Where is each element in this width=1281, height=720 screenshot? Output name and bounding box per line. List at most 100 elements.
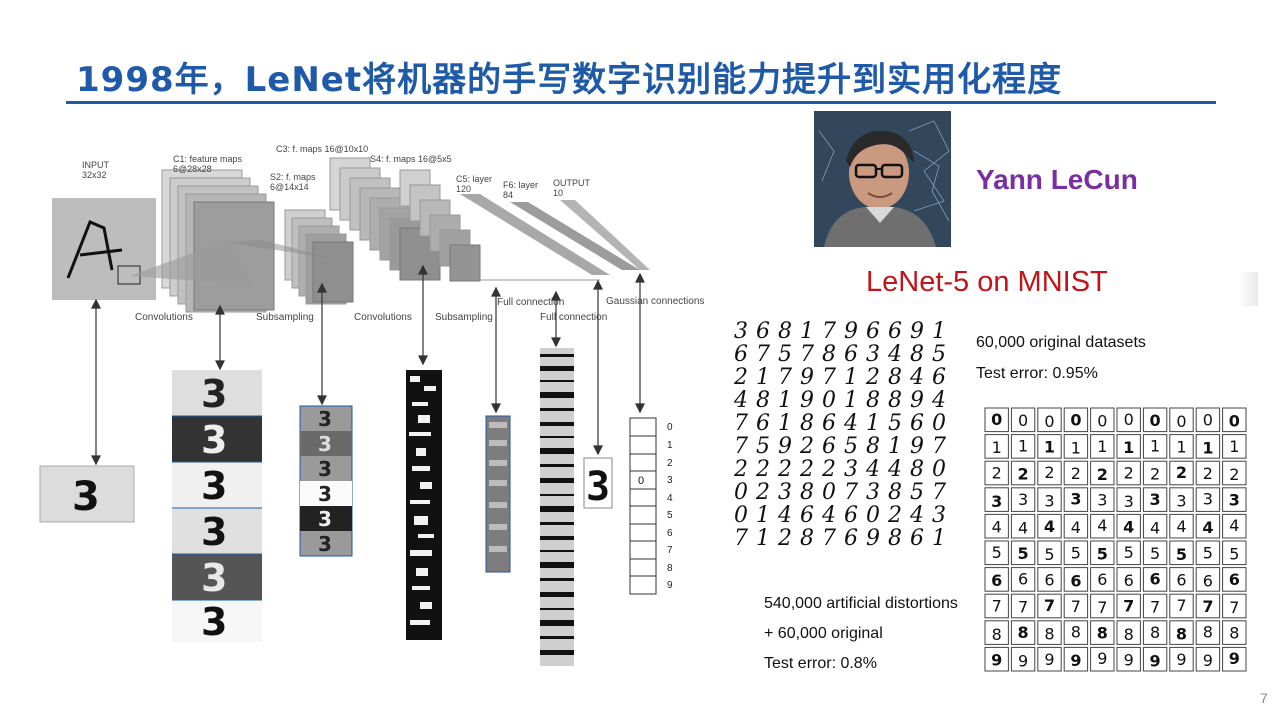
grid-cell [1169,540,1194,566]
op-full-connection-2: Full connection [540,312,607,323]
input-letter-a [66,220,123,279]
grid-cell [1222,513,1247,539]
original-datasets-text: 60,000 original datasets [976,334,1146,351]
grid-cell [984,567,1009,592]
grid-digit: 2 [1176,463,1187,482]
grid-cell [1195,593,1221,619]
grid-digit: 0 [1044,412,1054,431]
svg-text:3: 3 [318,482,332,506]
grid-cell [1010,434,1036,459]
sample-row: 0238073857 [734,480,954,505]
grid-cell [1090,567,1115,592]
grid-cell [1222,540,1247,566]
svg-text:3: 3 [318,457,332,481]
grid-digit: 0 [1203,410,1213,429]
grid-cell [1010,540,1036,566]
grid-cell [984,407,1009,433]
grid-cell [1169,460,1194,486]
page-number: 7 [1260,690,1268,706]
c1-size: 6@28x28 [173,164,212,174]
grid-cell [1063,540,1089,566]
portrait-photo [814,111,951,247]
grid-cell [1142,407,1168,433]
output-vector: 0 0 1 2 3 4 5 6 7 8 9 [629,417,673,595]
grid-cell [1116,407,1141,433]
output-active-value: 0 [638,475,644,487]
output-label: OUTPUT [553,178,591,188]
grid-digit: 4 [1044,517,1055,536]
grid-cell [1116,434,1141,459]
title-underline [66,101,1216,104]
grid-cell [1169,620,1194,645]
grid-cell [1010,646,1036,672]
grid-digit: 9 [1097,649,1107,668]
grid-cell [1195,620,1221,645]
grid-digit: 2 [1124,464,1134,483]
grid-cell [1222,434,1247,459]
s2-label: S2: f. maps [270,172,316,182]
grid-digit: 1 [1044,438,1055,457]
grid-cell [1063,593,1089,619]
grid-digit: 1 [1018,436,1028,455]
c3-activation-maps [406,370,442,640]
grid-cell [1169,646,1194,672]
grid-digit: 0 [1176,412,1186,431]
grid-cell [1037,460,1062,486]
grid-cell [1090,646,1115,672]
svg-text:3: 3 [318,532,332,556]
grid-cell [1116,460,1141,486]
sample-row: 3681796691 [734,319,954,344]
op-convolutions-2: Convolutions [354,312,412,323]
grid-cell [1037,513,1062,539]
grid-cell [1063,460,1089,486]
grid-digit: 9 [1203,651,1213,670]
grid-cell [1063,646,1089,672]
grid-cell [1195,646,1221,672]
grid-digit: 7 [1202,597,1213,616]
grid-cell [1010,513,1036,539]
grid-digit: 6 [1124,571,1134,590]
grid-cell [1037,593,1062,619]
grid-digit: 3 [1203,490,1213,509]
grid-cell [984,540,1009,566]
grid-digit: 1 [992,438,1002,457]
mnist-title: LeNet-5 on MNIST [866,266,1108,298]
grid-digit: 3 [1097,491,1107,510]
grid-digit: 1 [1150,436,1160,455]
grid-digit: 7 [1123,597,1134,616]
grid-digit: 3 [1150,490,1161,509]
grid-digit: 0 [1018,411,1028,430]
sample-row: 6757863485 [734,342,954,367]
grid-cell [1090,540,1115,566]
slide-title: 1998年，LeNet将机器的手写数字识别能力提升到实用化程度 [76,60,1063,100]
grid-digit: 0 [1070,410,1081,429]
grid-digit: 3 [991,492,1002,511]
grid-digit: 3 [1176,491,1186,510]
grid-cell [1116,567,1141,592]
grid-cell [1222,487,1247,512]
grid-cell [1116,487,1141,512]
grid-digit: 6 [1203,572,1213,591]
grid-digit: 0 [1097,411,1107,430]
svg-text:3: 3 [667,475,673,486]
grid-cell [1169,407,1194,433]
grid-cell [984,487,1009,512]
sample-row: 7618641560 [734,411,954,436]
distortions-text: 540,000 artificial distortions [764,595,958,612]
c5-activation-vector [540,348,574,666]
grid-digit: 0 [991,410,1002,429]
grid-digit: 6 [1070,572,1081,591]
grid-cell [1037,620,1062,645]
plus-original-text: + 60,000 original [764,625,883,642]
svg-text:3: 3 [318,407,332,431]
grid-digit: 7 [1176,596,1186,615]
grid-digit: 3 [1229,491,1240,510]
grid-digit: 6 [991,571,1002,590]
svg-text:6: 6 [667,528,673,539]
grid-digit: 3 [1124,492,1134,511]
grid-cell [1195,513,1221,539]
grid-digit: 2 [1018,465,1029,484]
grid-digit: 3 [1044,491,1054,510]
grid-digit: 5 [1176,545,1187,564]
grid-digit: 5 [1044,545,1054,564]
